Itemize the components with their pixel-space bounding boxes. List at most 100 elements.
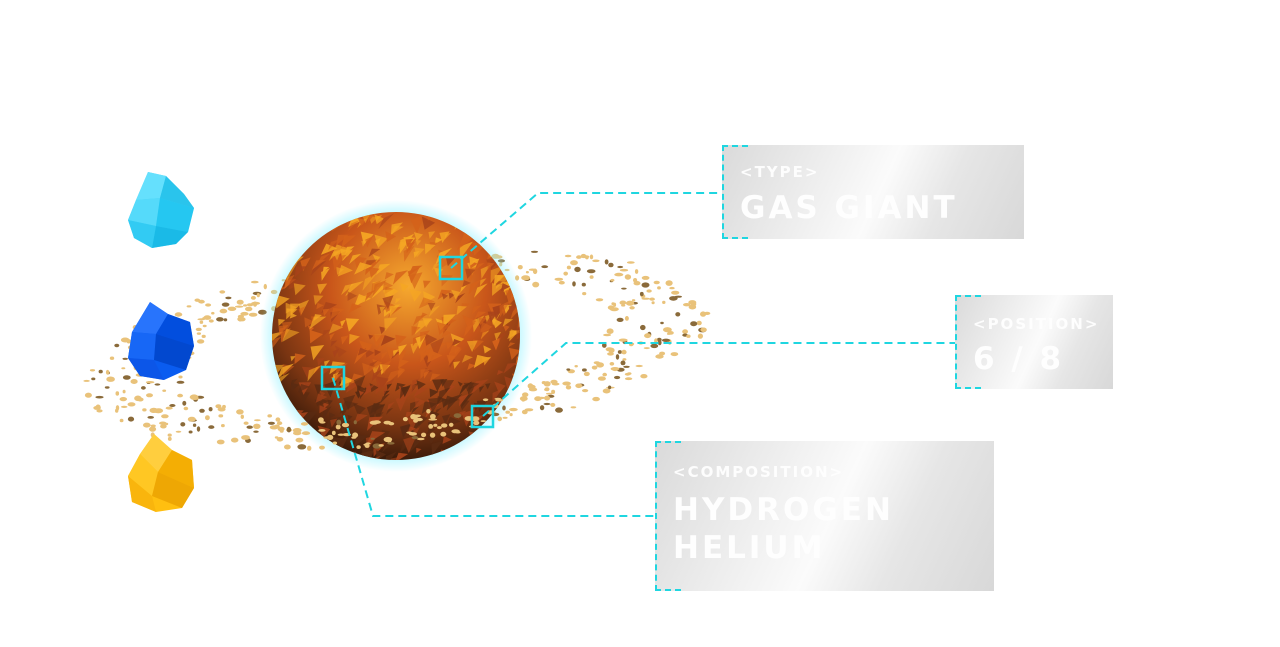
callout-markers: [320, 255, 495, 429]
planet-facet: [348, 303, 362, 313]
ring-asteroid: [106, 376, 115, 382]
planet-facet: [329, 332, 335, 341]
ring-asteroid: [622, 358, 627, 361]
ring-asteroid: [603, 333, 612, 337]
planet-facet: [397, 370, 406, 379]
ring-asteroid: [130, 379, 138, 384]
ring-asteroid: [115, 405, 120, 411]
planet-facet: [328, 239, 340, 251]
ring-asteroid: [191, 397, 199, 401]
planet-facet: [495, 449, 508, 460]
planet-facet: [395, 334, 407, 347]
planet-facet: [453, 361, 461, 370]
planet-facet: [272, 451, 279, 459]
cyan-swatch[interactable]: [126, 170, 196, 250]
type-marker[interactable]: [438, 255, 464, 281]
ring-asteroid: [159, 421, 167, 425]
planet-facet: [341, 283, 355, 296]
ring-asteroid: [194, 298, 201, 302]
planet-facet: [357, 217, 366, 226]
ring-asteroid: [370, 437, 375, 440]
ring-asteroid: [440, 431, 447, 437]
planet-facet: [449, 344, 462, 354]
planet-facet: [421, 216, 436, 230]
ring-asteroid: [143, 422, 151, 428]
ring-asteroid: [279, 429, 284, 433]
ring-asteroid: [566, 368, 571, 371]
ring-asteroid: [430, 413, 436, 420]
ring-asteroid: [336, 419, 342, 426]
planet-facet: [347, 220, 359, 232]
yellow-swatch[interactable]: [126, 432, 196, 514]
ring-asteroid: [607, 352, 614, 356]
ring-asteroid: [276, 437, 284, 442]
planet-facet: [293, 283, 306, 296]
ring-asteroid: [356, 445, 361, 449]
planet-facet: [308, 214, 320, 227]
planet-facet: [290, 382, 300, 392]
ring-asteroid: [688, 300, 697, 305]
composition-marker[interactable]: [320, 365, 346, 391]
ring-asteroid: [629, 306, 635, 310]
ring-asteroid: [595, 298, 604, 302]
ring-asteroid: [640, 374, 648, 379]
position-marker[interactable]: [470, 404, 495, 429]
ring-asteroid: [541, 381, 547, 385]
planet-facet: [482, 450, 495, 460]
ring-asteroid: [208, 425, 215, 429]
planet-facet: [491, 317, 502, 329]
ring-asteroid: [527, 383, 534, 389]
planet-facet: [465, 455, 478, 460]
ring-asteroid: [318, 429, 326, 432]
ring-asteroid: [436, 426, 442, 430]
planet-facet: [468, 212, 482, 221]
planet-facet: [426, 428, 436, 436]
planet-facet: [416, 380, 426, 390]
ring-asteroid: [494, 397, 502, 400]
ring-asteroid: [683, 303, 691, 307]
planet-facet: [510, 429, 520, 445]
planet-facet: [468, 431, 474, 437]
planet-facet: [465, 268, 476, 279]
planet-facet: [414, 397, 426, 409]
planet-facet: [372, 358, 383, 369]
planet-facet: [427, 302, 436, 311]
ring-asteroid: [644, 333, 652, 339]
ring-asteroid: [555, 407, 563, 413]
planet-facet: [330, 418, 338, 428]
planet-facet: [328, 323, 344, 334]
ring-asteroid: [574, 365, 578, 368]
planet-facet: [442, 436, 452, 444]
planet-facet: [375, 263, 391, 276]
ring-asteroid: [284, 444, 291, 450]
planet-facet: [468, 279, 482, 296]
ring-asteroid: [89, 369, 96, 372]
blue-swatch[interactable]: [126, 300, 196, 382]
planet-facet: [382, 281, 394, 291]
planet-facet: [517, 212, 520, 228]
ring-asteroid: [127, 402, 136, 407]
ring-asteroid: [363, 443, 369, 446]
planet-facet: [382, 295, 394, 310]
planet-facet: [423, 370, 430, 379]
planet-facet: [301, 450, 310, 459]
ring-asteroid: [621, 349, 627, 355]
planet-facet: [418, 339, 430, 355]
ring-asteroid: [509, 413, 513, 417]
planet-facet: [288, 237, 297, 246]
ring-asteroid: [387, 442, 395, 445]
planet-facet: [502, 318, 514, 327]
ring-asteroid: [641, 275, 650, 280]
planet-facet: [322, 402, 329, 409]
ring-asteroid: [544, 387, 550, 392]
planet-facet: [459, 394, 469, 407]
ring-asteroid: [509, 407, 518, 412]
planet-facet: [341, 235, 357, 248]
ring-asteroid: [690, 321, 698, 327]
ring-asteroid: [91, 377, 96, 381]
ring-asteroid: [617, 350, 623, 354]
ring-asteroid: [174, 312, 183, 317]
position-value: 6 / 8: [973, 341, 1065, 377]
planet-facet: [485, 383, 491, 390]
ring-asteroid: [576, 255, 582, 259]
